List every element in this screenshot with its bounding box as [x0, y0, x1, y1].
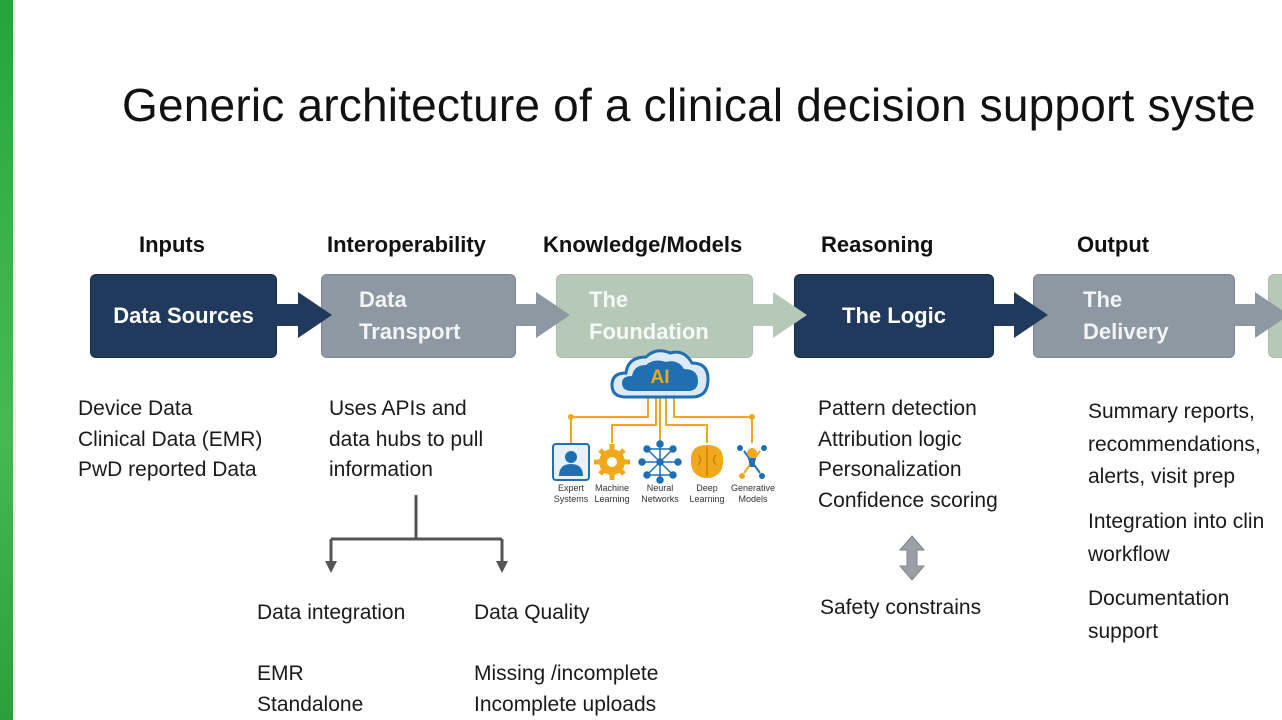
- list-item: EMR: [257, 662, 304, 685]
- box-data-transport-line-2: Transport: [359, 319, 461, 344]
- detail-line: PwD reported Data: [78, 458, 257, 481]
- detail-line: data hubs to pull: [329, 427, 484, 451]
- interoperability-details: Uses APIs and data hubs to pull informat…: [329, 394, 483, 486]
- output-details-group-2: Integration into clin workflow: [1088, 506, 1264, 571]
- detail-line: Documentation: [1088, 587, 1230, 610]
- safety-constrains-label: Safety constrains: [820, 596, 982, 619]
- box-the-foundation: The Foundation: [556, 274, 753, 358]
- slide-title: Generic architecture of a clinical decis…: [122, 79, 1256, 131]
- expert-systems-icon: [552, 443, 590, 481]
- output-details-group-3: Documentation support: [1088, 583, 1229, 648]
- branch-data-integration-label: Data integration: [257, 601, 406, 624]
- arrow-right-icon: [1233, 292, 1282, 338]
- branch-data-integration-items: EMR Standalone: [257, 659, 363, 720]
- box-the-delivery-line-2: Delivery: [1083, 319, 1169, 344]
- icon-label-line: Expert: [557, 483, 584, 493]
- detail-line: Personalization: [818, 458, 962, 481]
- cloud-icon: [610, 349, 710, 399]
- arrow-right-icon: [992, 292, 1048, 338]
- detail-line: Confidence scoring: [818, 488, 998, 512]
- icon-label-generative-models: Generative Models: [728, 483, 778, 505]
- box-the-logic-label: The Logic: [842, 303, 946, 328]
- detail-line: Device Data: [78, 397, 193, 420]
- detail-line: Uses APIs and: [329, 397, 467, 420]
- detail-line: workflow: [1088, 542, 1170, 566]
- reasoning-details: Pattern detection Attribution logic Pers…: [818, 394, 998, 516]
- arrow-right-icon: [751, 292, 807, 338]
- icon-label-line: Models: [738, 494, 768, 504]
- icon-label-expert-systems: Expert Systems: [546, 483, 596, 505]
- icon-label-line: Deep: [696, 483, 718, 493]
- box-the-logic: The Logic: [794, 274, 994, 358]
- arrow-right-icon: [276, 292, 332, 338]
- list-item: Missing /incomplete: [474, 662, 659, 685]
- box-the-delivery-line-1: The: [1083, 287, 1123, 312]
- list-item: Incomplete uploads: [474, 692, 657, 716]
- deep-learning-icon: [690, 445, 724, 478]
- branch-data-quality-label: Data Quality: [474, 601, 590, 624]
- arrow-right-icon: [514, 292, 570, 338]
- heading-inputs: Inputs: [139, 232, 205, 257]
- ai-graphic: [552, 349, 767, 484]
- box-data-transport-line-1: Data: [359, 287, 407, 312]
- heading-reasoning: Reasoning: [821, 232, 934, 257]
- branch-data-quality-items: Missing /incomplete Incomplete uploads: [474, 659, 658, 720]
- slide-edge-green-strip: [0, 0, 16, 720]
- box-data-transport: Data Transport: [321, 274, 516, 358]
- list-item: Standalone: [257, 692, 364, 716]
- detail-line: Summary reports,: [1088, 400, 1255, 423]
- icon-label-line: Learning: [689, 494, 725, 504]
- heading-output: Output: [1077, 232, 1150, 257]
- icon-label-line: Generative: [730, 483, 776, 493]
- ai-connector-lines: [568, 397, 755, 443]
- icon-label-line: Networks: [641, 494, 679, 504]
- branch-connector: [325, 495, 508, 573]
- icon-label-line: Learning: [594, 494, 630, 504]
- detail-line: recommendations,: [1088, 432, 1261, 456]
- box-the-delivery: The Delivery: [1033, 274, 1235, 358]
- icon-label-machine-learning: Machine Learning: [587, 483, 637, 505]
- detail-line: Attribution logic: [818, 427, 962, 451]
- output-details-group-1: Summary reports, recommendations, alerts…: [1088, 396, 1261, 494]
- double-arrow-vertical-icon: [898, 535, 926, 581]
- icon-label-line: Systems: [553, 494, 589, 504]
- detail-line: Integration into clin: [1088, 510, 1265, 533]
- ai-illustration: AI Expert Systems Machine Learning Neura…: [548, 345, 784, 515]
- detail-line: Clinical Data (EMR): [78, 427, 263, 451]
- box-data-sources-label: Data Sources: [113, 303, 254, 328]
- machine-learning-icon: [594, 444, 630, 480]
- detail-line: support: [1088, 619, 1159, 643]
- icon-label-deep-learning: Deep Learning: [682, 483, 732, 505]
- generative-models-icon: [737, 445, 767, 479]
- box-the-foundation-line-1: The: [589, 287, 629, 312]
- detail-line: alerts, visit prep: [1088, 465, 1236, 488]
- ai-badge: AI: [650, 367, 670, 388]
- detail-line: information: [329, 458, 433, 481]
- neural-networks-icon: [638, 440, 682, 484]
- inputs-details: Device Data Clinical Data (EMR) PwD repo…: [78, 394, 262, 486]
- heading-knowledge-models: Knowledge/Models: [543, 232, 743, 257]
- box-data-sources: Data Sources: [90, 274, 277, 358]
- box-the-foundation-line-2: Foundation: [589, 319, 709, 344]
- icon-label-neural-networks: Neural Networks: [635, 483, 685, 505]
- icon-label-line: Neural: [646, 483, 674, 493]
- heading-interoperability: Interoperability: [327, 232, 486, 257]
- detail-line: Pattern detection: [818, 397, 977, 420]
- icon-label-line: Machine: [594, 483, 630, 493]
